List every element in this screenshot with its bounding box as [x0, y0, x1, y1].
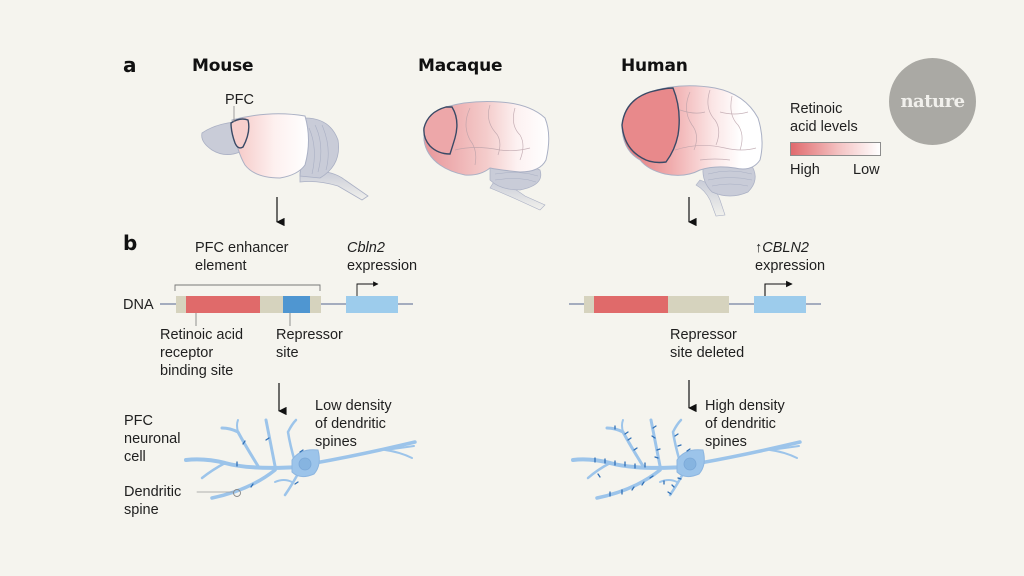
- mouse-cbln2-gene: [346, 296, 398, 313]
- human-dendrite-down-1: [595, 468, 662, 500]
- legend-title-line1: Retinoic: [790, 101, 843, 117]
- deleted-label-line2: site deleted: [670, 345, 745, 361]
- mouse-dendrite-up-3: [286, 418, 298, 464]
- repressor-label-line1: Repressor: [276, 327, 343, 343]
- enhancer-label-line1: PFC enhancer: [195, 240, 289, 256]
- human-axon: [698, 440, 802, 465]
- mouse-dendrite-down-3: [274, 479, 293, 483]
- panel-a-letter: a: [123, 53, 137, 77]
- low-density-line2: of dendritic: [315, 416, 386, 432]
- neuron-label-line1: PFC: [124, 413, 153, 429]
- deleted-label-line1: Repressor: [670, 327, 737, 343]
- legend-title-line2: acid levels: [790, 119, 858, 135]
- mouse-gene-label-name: Cbln2: [347, 240, 385, 256]
- human-dendritic-spines: [594, 425, 691, 497]
- dna-label: DNA: [123, 297, 154, 313]
- species-title-human: Human: [621, 56, 688, 76]
- upregulation-arrow-glyph: ↑: [755, 240, 763, 256]
- mouse-dendrite-up-1: [220, 426, 260, 468]
- human-gene-label-name: ↑CBLN2: [755, 239, 809, 257]
- rar-label-line2: receptor: [160, 345, 214, 361]
- low-density-line1: Low density: [315, 398, 392, 414]
- mouse-dendrite-left-fork: [200, 461, 227, 480]
- pfc-label: PFC: [225, 92, 254, 108]
- human-brain-illustration: [621, 85, 763, 217]
- macaque-pfc-region: [423, 106, 458, 155]
- mouse-axon-branch-2: [384, 445, 415, 451]
- enhancer-bracket: [174, 284, 321, 291]
- mouse-brain-illustration: [201, 106, 369, 201]
- high-density-line2: of dendritic: [705, 416, 776, 432]
- mouse-rar-binding-site: [186, 296, 260, 313]
- mouse-dna-construct: [160, 281, 413, 326]
- high-density-line3: spines: [705, 434, 747, 450]
- mouse-axon-branch-1: [384, 449, 413, 459]
- panel-b-letter: b: [123, 231, 138, 255]
- human-nucleus: [683, 457, 697, 471]
- human-dendrite-up-3: [671, 418, 683, 464]
- legend-high-label: High: [790, 162, 820, 178]
- human-gene-name: CBLN2: [762, 240, 809, 256]
- human-pfc-region: [621, 87, 680, 164]
- human-dendrite-main-left: [571, 457, 687, 470]
- species-title-mouse: Mouse: [192, 56, 254, 76]
- human-dna-construct: [569, 280, 821, 313]
- mouse-gene-label-expression: expression: [347, 258, 418, 274]
- retinoic-acid-gradient-bar: [790, 142, 881, 156]
- human-axon-branch-2: [769, 445, 800, 451]
- human-cbln2-gene: [754, 296, 806, 313]
- human-rar-binding-site: [594, 296, 668, 313]
- legend-low-label: Low: [853, 162, 880, 178]
- human-dendrite-left-fork: [586, 461, 612, 480]
- rar-label-line1: Retinoic acid: [160, 327, 244, 343]
- mouse-cortex: [231, 113, 309, 179]
- macaque-brain-illustration: [423, 101, 550, 211]
- nature-logo: nature: [889, 58, 976, 145]
- human-transcription-start-arrow: [764, 280, 793, 296]
- human-axon-branch-1: [769, 449, 798, 459]
- enhancer-label-line2: element: [195, 258, 247, 274]
- dendritic-spine-highlight-circle: [233, 489, 241, 497]
- human-neuron: [571, 418, 802, 500]
- mouse-dendrite-up-2: [264, 418, 277, 468]
- human-dendrite-down-3: [659, 479, 678, 483]
- human-gene-label-expression: expression: [755, 258, 826, 274]
- mouse-repressor-site: [283, 296, 310, 313]
- mouse-pfc-region: [230, 118, 250, 149]
- species-title-macaque: Macaque: [418, 56, 503, 76]
- mouse-olfactory-bulb: [201, 121, 241, 155]
- mouse-dendritic-spines: [236, 437, 304, 488]
- mouse-axon: [313, 440, 417, 465]
- mouse-dendrite-up-1b: [236, 419, 239, 433]
- human-dendrite-up-2: [649, 418, 662, 468]
- low-density-line3: spines: [315, 434, 357, 450]
- high-density-line1: High density: [705, 398, 785, 414]
- mouse-nucleus: [298, 457, 312, 471]
- nature-logo-text: nature: [900, 91, 965, 112]
- mouse-transcription-start-arrow: [356, 281, 379, 296]
- mouse-dendrite-down-1: [210, 468, 277, 500]
- mouse-cerebellum: [299, 117, 339, 179]
- rar-label-line3: binding site: [160, 363, 234, 379]
- human-dendrite-up-1b: [621, 419, 624, 433]
- neuron-label-line2: neuronal: [124, 431, 181, 447]
- neuron-label-line3: cell: [124, 449, 146, 465]
- spine-label-line2: spine: [124, 502, 159, 518]
- mouse-dendrite-main-left: [184, 457, 302, 470]
- repressor-label-line2: site: [276, 345, 299, 361]
- spine-label-line1: Dendritic: [124, 484, 182, 500]
- mouse-neuron: [184, 418, 417, 500]
